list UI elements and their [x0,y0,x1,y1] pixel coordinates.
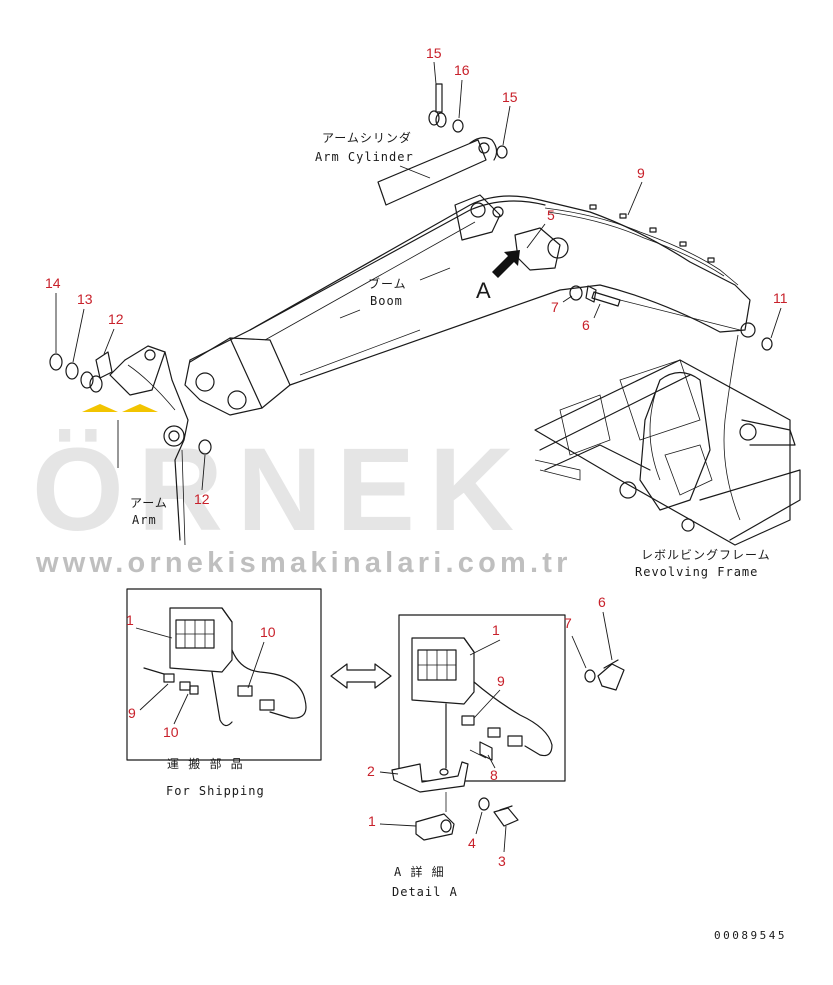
callout-9a: 9 [637,165,645,181]
callout-1c: 1 [368,813,376,829]
arm [109,345,189,546]
revolving-frame [534,334,801,546]
washers-left [49,337,773,455]
label-boom-en: Boom [370,294,403,308]
watermark-brand: ÖRNEK [32,424,528,556]
label-boom-jp: ブーム [368,276,407,291]
callout-8: 8 [490,767,498,783]
arm-cylinder [377,137,498,206]
work-lamp-detail [411,637,553,769]
callout-12a: 12 [108,311,124,327]
callout-11: 11 [773,290,788,306]
pins-top [428,83,508,159]
work-lamp-shipping [169,607,307,727]
callout-16: 16 [454,62,470,78]
watermark: ÖRNEK www.ornekismakinalari.com.tr [32,404,572,579]
label-detail-a-jp: A 詳 細 [394,864,445,879]
equivalence-arrow-icon [330,663,392,689]
callout-7b: 7 [564,615,572,631]
callout-4: 4 [468,835,476,851]
watermark-url: www.ornekismakinalari.com.tr [35,547,572,579]
callout-15b: 15 [502,89,518,105]
callout-9b: 9 [128,705,136,721]
callout-13: 13 [77,291,93,307]
callout-7a: 7 [551,299,559,315]
boom [184,194,756,416]
bolt-detail [493,805,519,827]
callout-9c: 9 [497,673,505,689]
label-arm-cylinder-jp: アームシリンダ [322,130,412,145]
label-revolving-frame-en: Revolving Frame [635,565,758,579]
callout-6a: 6 [582,317,590,333]
watermark-accent-right [122,404,158,412]
label-detail-a-en: Detail A [392,885,458,899]
label-for-shipping-jp: 運 搬 部 品 [167,756,244,771]
lamp-bracket [391,761,469,793]
callout-14: 14 [45,275,61,291]
callout-15a: 15 [426,45,442,61]
label-arm-jp: アーム [130,496,168,510]
label-for-shipping-en: For Shipping [166,784,265,798]
bolt-detail-upper [597,659,625,691]
label-arm-en: Arm [132,513,157,527]
callout-10b: 10 [163,724,179,740]
label-revolving-frame-jp: レボルビングフレーム [641,548,771,562]
callout-12b: 12 [194,491,210,507]
drawing-code: 00089545 [714,929,787,942]
callout-1b: 1 [492,622,500,638]
callout-2: 2 [367,763,375,779]
view-arrow-icon [492,250,520,278]
bolt-and-washer-main [569,285,621,307]
callout-6b: 6 [598,594,606,610]
harness-clamps [589,204,715,263]
callout-10a: 10 [260,624,276,640]
callout-5: 5 [547,207,555,223]
label-arm-cylinder-en: Arm Cylinder [315,150,414,164]
watermark-accent-left [82,404,118,412]
callout-3: 3 [498,853,506,869]
for-shipping-panel: 運 搬 部 品 For Shipping [126,588,322,798]
washer-detail [478,797,490,811]
callout-1a: 1 [126,612,134,628]
detail-a-panel [398,614,566,782]
nut-detail [415,813,455,841]
view-marker-a: A [476,278,491,303]
